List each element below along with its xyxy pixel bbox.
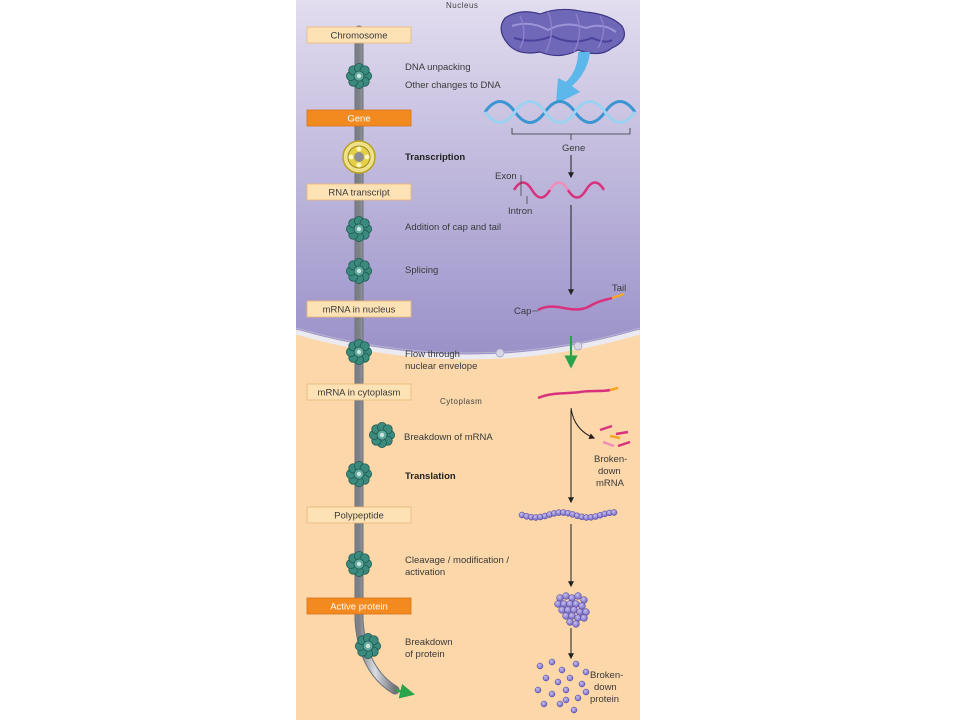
step-breakdown-protein-2: of protein <box>405 649 445 660</box>
broken-protein-label-2: down <box>594 682 617 693</box>
stage-label: mRNA in cytoplasm <box>318 388 401 399</box>
broken-protein-label-3: protein <box>590 694 619 705</box>
step-other-changes: Other changes to DNA <box>405 80 501 91</box>
exon-label: Exon <box>495 171 517 182</box>
step-cleavage-1: Cleavage / modification / <box>405 555 509 566</box>
step-translation: Translation <box>405 471 456 482</box>
stage-label: Gene <box>347 114 370 125</box>
stage-label: mRNA in nucleus <box>323 305 396 316</box>
chromosome-blob <box>500 8 625 57</box>
step-flow-2: nuclear envelope <box>405 361 477 372</box>
step-dna-unpacking: DNA unpacking <box>405 62 470 73</box>
stage-box-polypeptide: Polypeptide <box>306 506 412 524</box>
dna-unpacking-arrow <box>556 52 590 104</box>
mrna-nucleus <box>532 292 625 312</box>
stage-box-mrna-in-cytoplasm: mRNA in cytoplasm <box>306 383 412 401</box>
intron-label: Intron <box>508 206 532 217</box>
rna-polymerase-icon <box>342 140 376 174</box>
polypeptide-chain <box>518 509 618 521</box>
broken-protein-beads <box>534 658 590 714</box>
dna-helix <box>483 100 637 124</box>
stage-label: RNA transcript <box>328 188 390 199</box>
nucleus-label: Nucleus <box>446 1 478 10</box>
step-labels: DNA unpacking Other changes to DNA Trans… <box>404 62 509 660</box>
broken-mrna-label-2: down <box>598 466 621 477</box>
step-flow-1: Flow through <box>405 349 460 360</box>
control-point-icon <box>345 550 372 577</box>
step-transcription: Transcription <box>405 152 465 163</box>
stage-label: Active protein <box>330 602 388 613</box>
tail-label: Tail <box>612 283 626 294</box>
nuclear-envelope <box>295 327 641 360</box>
gene-label: Gene <box>562 143 585 154</box>
nucleus-region <box>296 0 640 355</box>
control-point-icon <box>345 338 372 365</box>
stage-label: Chromosome <box>330 31 387 42</box>
cytoplasm-label: Cytoplasm <box>440 397 482 406</box>
step-breakdown-protein-1: Breakdown <box>405 637 453 648</box>
control-point-icon <box>345 62 372 89</box>
control-point-icon <box>368 421 395 448</box>
stage-box-active-protein: Active protein <box>306 597 412 615</box>
broken-protein-label-1: Broken- <box>590 670 623 681</box>
control-points <box>345 62 395 659</box>
step-splicing: Splicing <box>405 265 438 276</box>
control-point-icon <box>345 257 372 284</box>
cap-label: Cap <box>514 306 531 317</box>
mrna-cytoplasm <box>537 386 619 400</box>
gene-bracket <box>511 128 631 140</box>
stage-box-rna-transcript: RNA transcript <box>306 183 412 201</box>
rna-transcript <box>512 175 606 204</box>
folded-protein <box>554 592 590 628</box>
broken-mrna-fragments <box>599 424 631 448</box>
step-cap-tail: Addition of cap and tail <box>405 222 501 233</box>
stage-box-mrna-in-nucleus: mRNA in nucleus <box>306 300 412 318</box>
stage-label: Polypeptide <box>334 511 384 522</box>
rod-end-arrow <box>394 683 415 699</box>
arrow-to-breakdown <box>570 407 596 440</box>
control-point-icon <box>354 632 381 659</box>
step-cleavage-2: activation <box>405 567 445 578</box>
broken-mrna-label-3: mRNA <box>596 478 625 489</box>
control-point-icon <box>345 460 372 487</box>
broken-mrna-label-1: Broken- <box>594 454 627 465</box>
stage-box-gene: Gene <box>306 109 412 127</box>
step-breakdown-mrna: Breakdown of mRNA <box>404 432 493 443</box>
stage-box-chromosome: Chromosome <box>306 26 412 44</box>
control-point-icon <box>345 215 372 242</box>
